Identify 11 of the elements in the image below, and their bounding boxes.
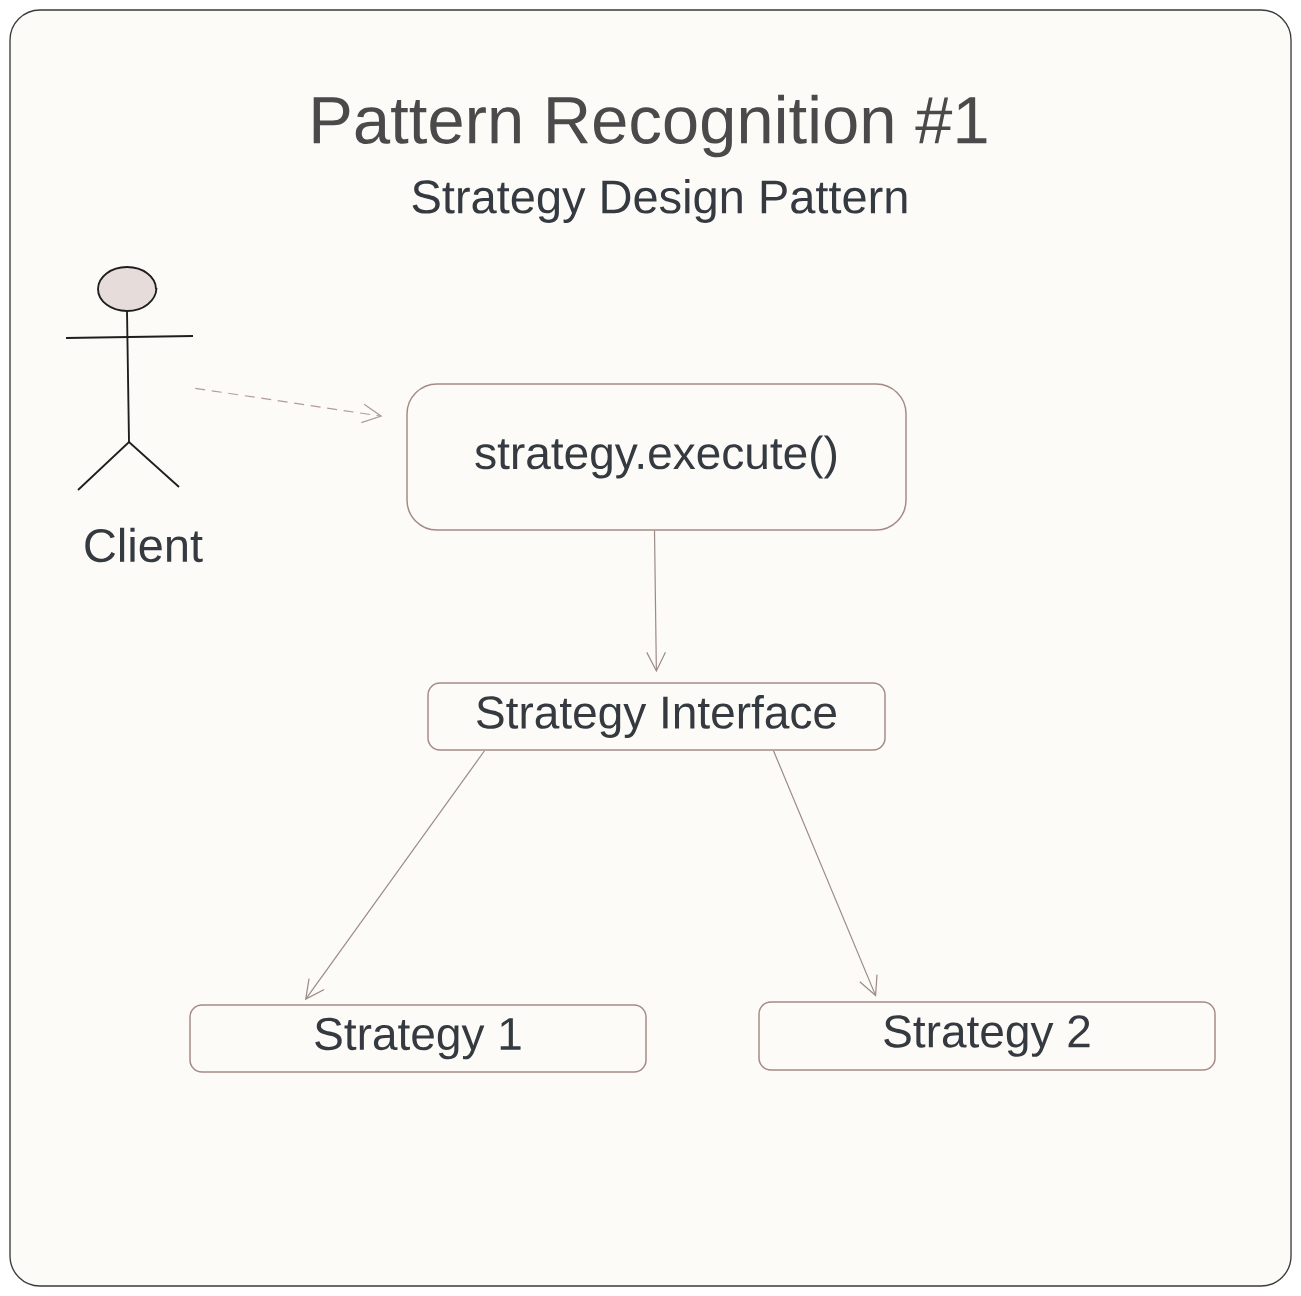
subtitle: Strategy Design Pattern (412, 179, 907, 223)
rounded-box: strategy.execute() (406, 383, 907, 531)
arrow (304, 750, 486, 1001)
title: Pattern Recognition #1 (313, 94, 987, 158)
dashed-arrow (194, 387, 383, 424)
rounded-box: Strategy 1 (189, 1004, 647, 1073)
rounded-box: Strategy 2 (758, 1001, 1216, 1071)
arrow (772, 750, 878, 997)
actor-label: Client (85, 527, 203, 563)
rounded-box: Strategy Interface (427, 682, 886, 751)
arrow (646, 530, 667, 673)
